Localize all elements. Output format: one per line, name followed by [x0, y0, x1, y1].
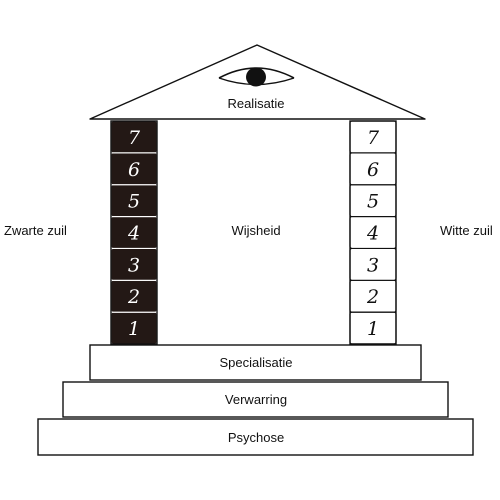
pillar-block: 6 [349, 152, 397, 186]
pillar-block: 3 [110, 247, 158, 281]
pillar-block-number: 4 [366, 223, 379, 245]
eye-icon [218, 67, 295, 87]
right-pillar-label: Witte zuil [440, 223, 493, 238]
step-label: Psychose [228, 430, 284, 445]
pillar-block-number: 5 [128, 191, 140, 213]
center-label: Wijsheid [231, 223, 280, 238]
left-pillar-label: Zwarte zuil [4, 223, 67, 238]
pillar-block-number: 7 [367, 127, 380, 149]
pillar-block-number: 6 [367, 159, 379, 181]
pillar-block: 2 [349, 279, 397, 313]
step-label: Specialisatie [220, 355, 293, 370]
pillar-block-number: 2 [127, 286, 140, 308]
pillar-block: 5 [110, 184, 158, 218]
step-label: Verwarring [225, 392, 287, 407]
step-psychose: Psychose [37, 418, 474, 456]
pillar-block-number: 3 [128, 254, 140, 276]
pillar-block: 4 [110, 216, 158, 249]
pillar-block: 4 [349, 215, 397, 250]
pillar-frame [349, 120, 397, 345]
pillar-block-number: 1 [128, 318, 140, 340]
pillar-block-number: 5 [367, 191, 379, 213]
pillar-block: 5 [349, 184, 397, 218]
pillar-block: 6 [110, 152, 158, 186]
pillar-block: 7 [349, 120, 397, 154]
pillar-block-number: 6 [128, 159, 140, 181]
pillar-block: 1 [349, 311, 397, 345]
pillar-block: 7 [110, 120, 158, 154]
right-pillar: 1 2 3 4 5 6 7 [349, 120, 397, 345]
pillar-block-number: 3 [367, 254, 379, 276]
step-specialisatie: Specialisatie [89, 344, 422, 381]
roof: Realisatie [89, 44, 426, 120]
pillar-frame [110, 120, 158, 345]
pillar-block: 1 [110, 311, 158, 345]
pillar-block: 3 [349, 247, 397, 281]
roof-label: Realisatie [227, 96, 284, 111]
pillar-block-number: 2 [366, 286, 379, 308]
pillar-block-number: 4 [127, 223, 140, 245]
pillar-block-number: 7 [128, 127, 141, 149]
pillar-block-number: 1 [367, 318, 379, 340]
pillar-block: 2 [110, 279, 158, 313]
step-verwarring: Verwarring [62, 381, 449, 418]
left-pillar: 1 2 3 4 5 6 7 [110, 120, 158, 345]
